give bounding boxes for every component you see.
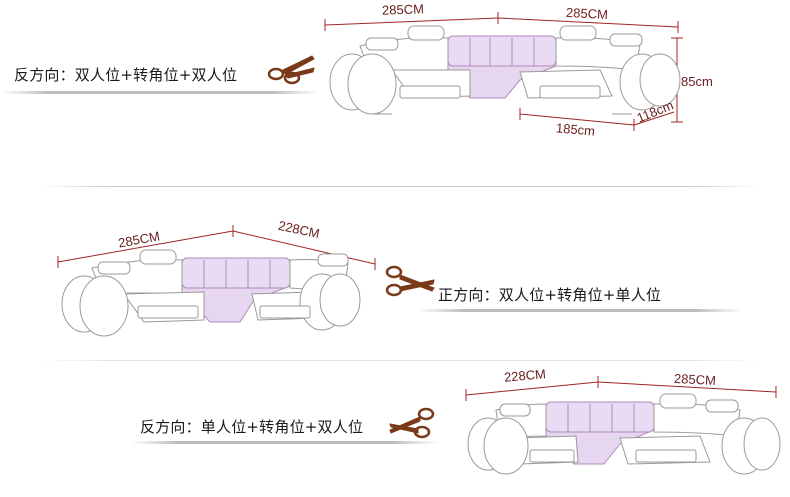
scissors-icon [267, 55, 315, 85]
dim-line-top-right [497, 17, 679, 28]
sofa-illustration-1 [329, 25, 681, 115]
dim-line-bottom [519, 113, 635, 126]
caption-reverse-2-corner-2: 反方向：双人位+转角位+双人位 [14, 66, 238, 84]
dim-line-top-left [57, 230, 234, 263]
scissors-icon [389, 407, 435, 439]
caption1-underline [0, 91, 320, 94]
caption3-underline [130, 441, 440, 444]
dim-label-top-right: 285CM [673, 370, 717, 389]
dim-line-top-right [597, 381, 777, 393]
dim-label-height: 85cm [681, 74, 713, 89]
dim-label-top-right: 285CM [565, 4, 609, 23]
dim-label-top-left: 285CM [381, 1, 425, 18]
dim-line-top-left [465, 381, 599, 396]
scissors-icon [385, 265, 435, 297]
sofa-illustration-2 [61, 249, 361, 337]
section-divider-2 [40, 360, 760, 361]
dim-line-top-right [232, 230, 376, 265]
caption2-underline [415, 309, 745, 312]
dim-line-depth [633, 111, 675, 126]
section-divider-1 [40, 186, 760, 187]
dim-line-top-left [324, 17, 499, 26]
caption-reverse-1-corner-2: 反方向：单人位+转角位+双人位 [140, 418, 364, 436]
caption-forward-2-corner-1: 正方向：双人位+转角位+单人位 [438, 286, 662, 304]
sofa-illustration-3 [467, 393, 781, 475]
